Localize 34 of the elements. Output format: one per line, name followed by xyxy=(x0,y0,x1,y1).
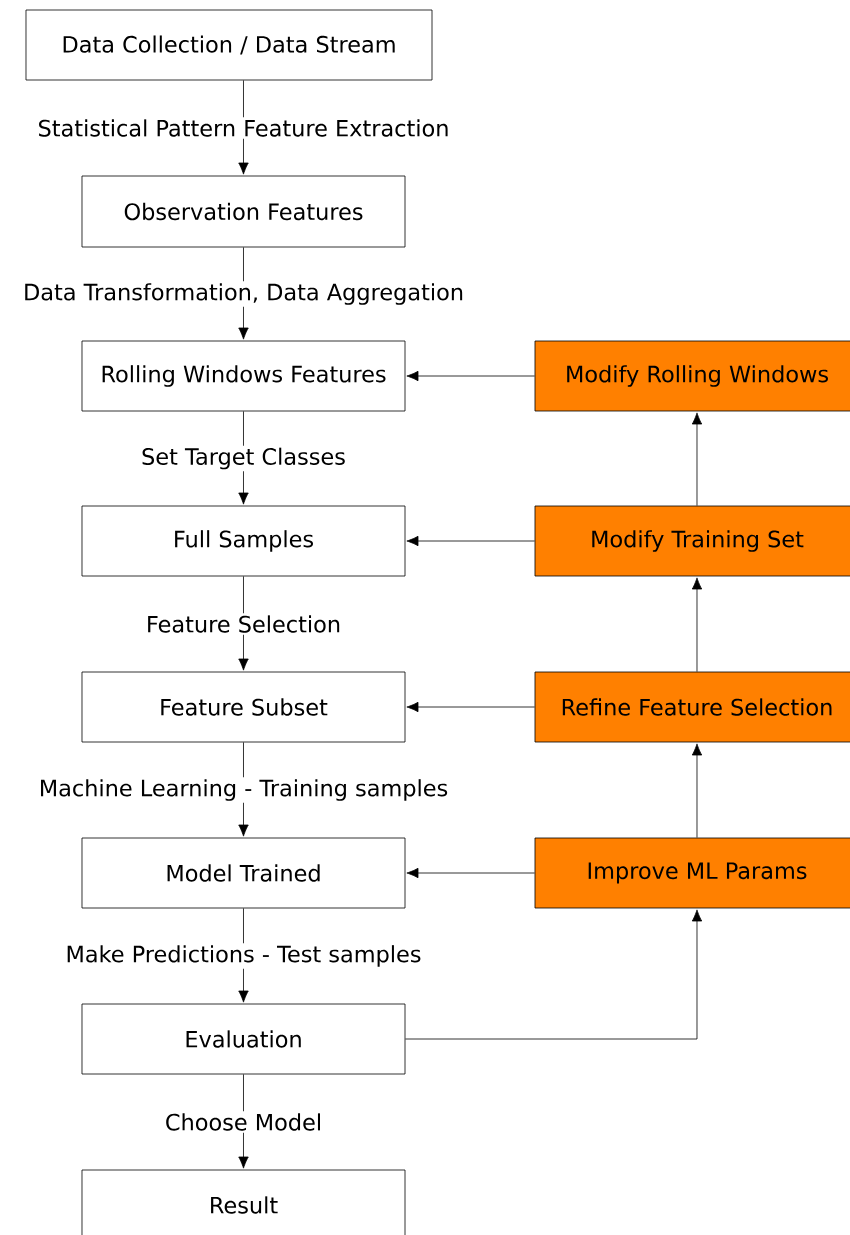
edge-label: Set Target Classes xyxy=(139,445,348,472)
feedback-box: Modify Rolling Windows xyxy=(534,340,850,412)
feedback-box: Refine Feature Selection xyxy=(534,671,850,743)
process-box: Observation Features xyxy=(81,175,406,248)
process-box: Rolling Windows Features xyxy=(81,340,406,412)
process-box: Data Collection / Data Stream xyxy=(25,9,433,81)
feedback-box: Improve ML Params xyxy=(534,837,850,909)
arrow xyxy=(238,742,249,837)
process-box: Full Samples xyxy=(81,505,406,577)
edge-label: Feature Selection xyxy=(143,613,344,635)
arrow xyxy=(238,80,249,175)
arrow xyxy=(238,411,249,505)
arrow xyxy=(406,701,535,713)
process-box: Result xyxy=(81,1169,406,1235)
arrow xyxy=(691,412,703,506)
edge-label: Make Predictions - Test samples xyxy=(63,943,424,969)
edge-label: Statistical Pattern Feature Extraction xyxy=(35,117,452,139)
feedback-box: Modify Training Set xyxy=(534,505,850,577)
arrow xyxy=(405,909,703,1040)
process-box: Model Trained xyxy=(81,837,406,909)
arrow xyxy=(406,867,535,879)
arrow xyxy=(238,1074,249,1169)
process-box: Feature Subset xyxy=(81,671,406,743)
arrow xyxy=(238,908,249,1003)
arrow xyxy=(406,535,535,547)
arrow xyxy=(406,370,535,382)
arrow xyxy=(238,576,249,671)
process-box: Evaluation xyxy=(81,1003,406,1075)
arrow xyxy=(691,743,703,838)
edge-label: Choose Model xyxy=(162,1111,325,1133)
edge-label: Machine Learning - Training samples xyxy=(36,777,451,803)
edge-label: Data Transformation, Data Aggregation xyxy=(21,281,466,307)
arrow xyxy=(238,247,249,340)
arrow xyxy=(691,577,703,672)
